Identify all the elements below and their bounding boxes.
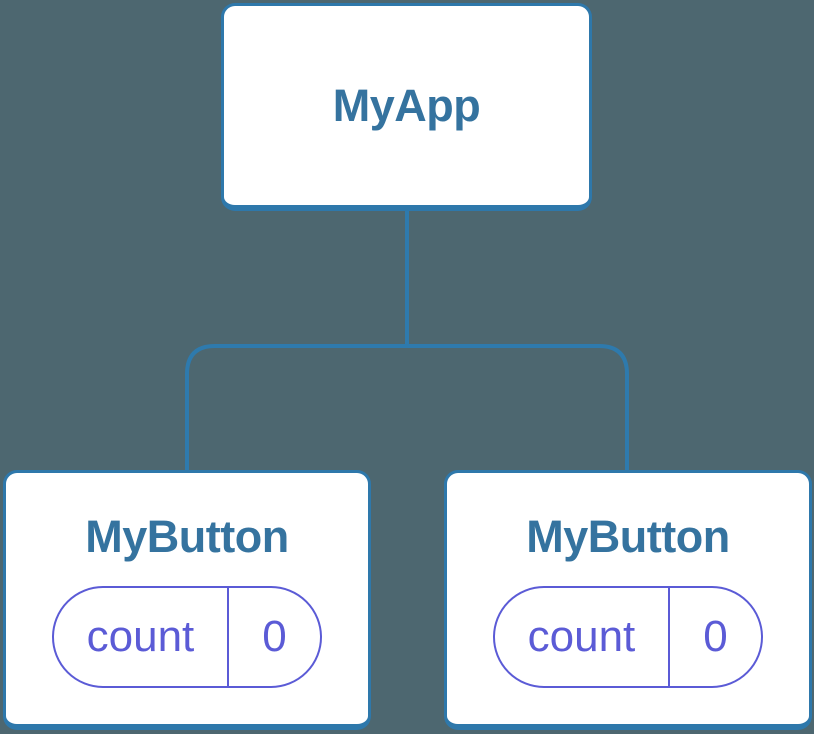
node-label: MyApp xyxy=(332,79,481,131)
state-pill: count 0 xyxy=(493,586,763,688)
state-value: 0 xyxy=(226,588,320,686)
node-mybutton-left: MyButton count 0 xyxy=(3,470,371,730)
state-value: 0 xyxy=(667,588,761,686)
node-myapp: MyApp xyxy=(221,3,592,211)
state-key: count xyxy=(86,612,195,661)
node-mybutton-right: MyButton count 0 xyxy=(444,470,812,730)
state-pill: count 0 xyxy=(52,586,322,688)
connector-branch xyxy=(185,344,629,472)
node-label: MyButton xyxy=(85,511,289,562)
node-label: MyButton xyxy=(526,511,730,562)
state-key: count xyxy=(527,612,636,661)
